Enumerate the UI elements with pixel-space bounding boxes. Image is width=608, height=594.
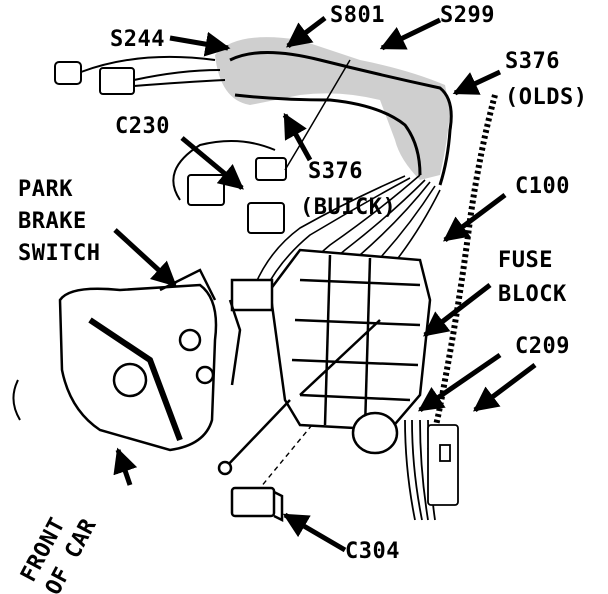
label-switch: SWITCH xyxy=(18,241,101,266)
arrow-c100 xyxy=(443,193,507,242)
label-park: PARK xyxy=(18,177,73,202)
edge-arc xyxy=(12,379,21,421)
arrow-s376-olds xyxy=(452,69,502,96)
arrow-front xyxy=(113,447,138,486)
label-s299: S299 xyxy=(440,3,495,28)
label-park-brake-switch: PARK BRAKE SWITCH xyxy=(18,174,100,270)
label-block: BLOCK xyxy=(498,282,567,307)
label-fuse: FUSE xyxy=(498,248,553,273)
label-c209: C209 xyxy=(515,334,570,359)
arrow-s299 xyxy=(379,17,442,51)
arrow-s376-buick xyxy=(282,112,313,162)
c209-connector xyxy=(404,419,459,521)
fuse-block xyxy=(228,248,432,455)
label-c304: C304 xyxy=(345,539,400,564)
leader-arrows xyxy=(113,16,537,553)
label-c230: C230 xyxy=(115,114,170,139)
arrow-c209-b xyxy=(473,363,537,412)
harness-lower-edge xyxy=(234,93,422,176)
arrow-s801 xyxy=(286,16,327,48)
arrow-c209-a xyxy=(417,352,502,413)
arrow-fuse-block xyxy=(423,283,492,337)
park-brake-assembly xyxy=(58,268,218,452)
main-harness xyxy=(229,51,453,186)
arrow-park-brake xyxy=(113,228,177,287)
arrow-c230 xyxy=(180,136,244,190)
label-s376-olds: S376 xyxy=(505,49,560,74)
c304-guide-line xyxy=(259,424,313,489)
s244-connectors xyxy=(54,55,226,95)
label-s244: S244 xyxy=(110,27,165,52)
mounting-bolts xyxy=(217,319,381,476)
c304-connector xyxy=(230,486,284,523)
label-brake: BRAKE xyxy=(18,209,87,234)
label-buick: (BUICK) xyxy=(300,195,397,220)
harness-shading xyxy=(215,37,450,181)
c230-connectors xyxy=(172,59,351,234)
arrow-s244 xyxy=(169,31,231,57)
label-fuse-block: FUSE BLOCK xyxy=(498,244,567,312)
label-s376-buick: S376 xyxy=(308,159,363,184)
label-c100: C100 xyxy=(515,174,570,199)
arrow-c304 xyxy=(282,512,347,553)
label-s801: S801 xyxy=(330,3,385,28)
label-olds: (OLDS) xyxy=(505,85,588,110)
